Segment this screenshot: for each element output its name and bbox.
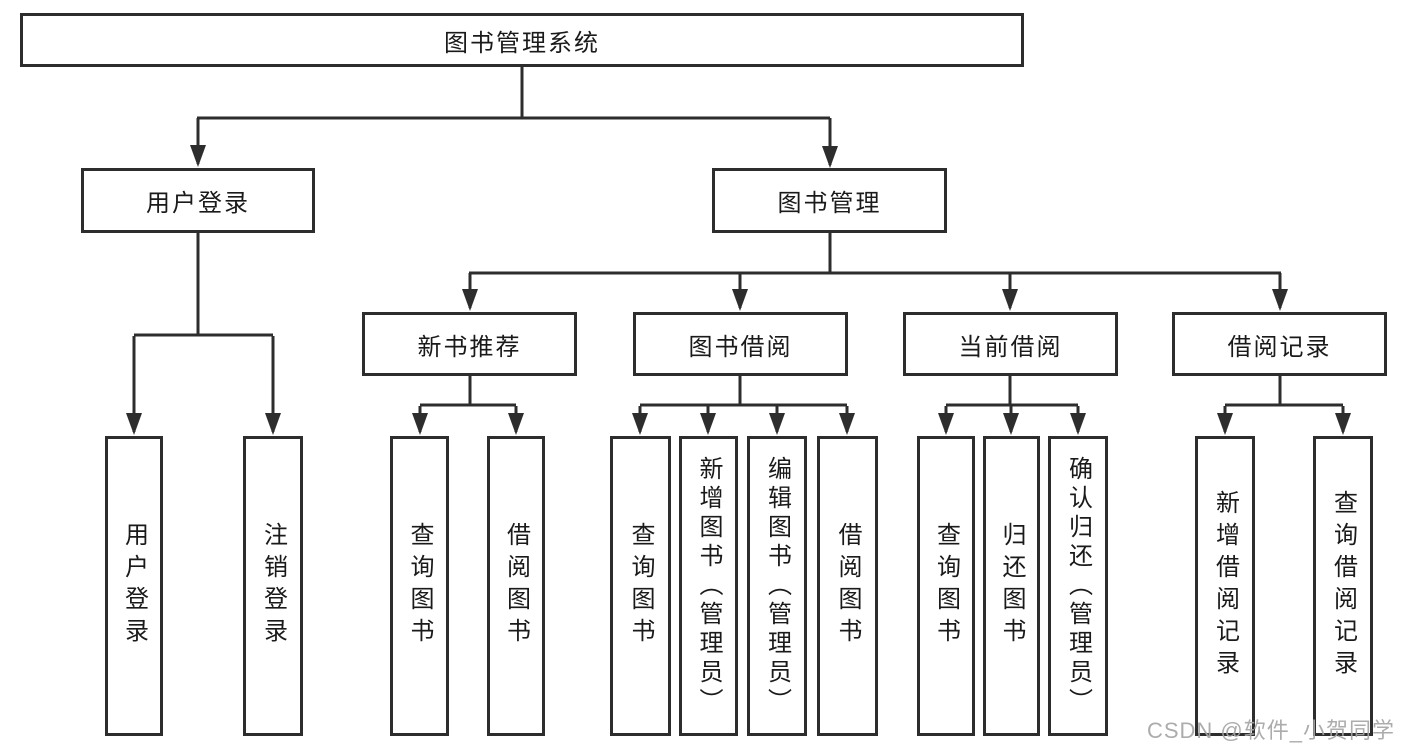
node-book-management: 图书管理	[712, 168, 947, 233]
leaf-borrow-books-recommend: 借阅图书	[487, 436, 545, 736]
node-user-login: 用户登录	[81, 168, 315, 233]
leaf-borrow-books: 借阅图书	[817, 436, 878, 736]
leaf-edit-books-admin: 编辑图书（管理员）	[747, 436, 807, 736]
leaf-add-borrow-record: 新增借阅记录	[1195, 436, 1255, 736]
node-root: 图书管理系统	[20, 13, 1024, 67]
leaf-add-books-admin: 新增图书（管理员）	[679, 436, 738, 736]
node-book-borrow: 图书借阅	[633, 312, 848, 376]
leaf-query-books-recommend: 查询图书	[390, 436, 449, 736]
leaf-query-books-current: 查询图书	[917, 436, 975, 736]
leaf-query-books-borrow: 查询图书	[610, 436, 671, 736]
csdn-watermark: CSDN @软件_小贺同学	[1146, 718, 1395, 743]
node-current-borrow: 当前借阅	[903, 312, 1118, 376]
leaf-logout: 注销登录	[243, 436, 303, 736]
node-new-book-recommend: 新书推荐	[362, 312, 577, 376]
leaf-return-books: 归还图书	[983, 436, 1040, 736]
leaf-confirm-return-admin: 确认归还（管理员）	[1048, 436, 1108, 736]
leaf-query-borrow-record: 查询借阅记录	[1313, 436, 1373, 736]
node-borrow-records: 借阅记录	[1172, 312, 1387, 376]
leaf-user-login: 用户登录	[105, 436, 163, 736]
